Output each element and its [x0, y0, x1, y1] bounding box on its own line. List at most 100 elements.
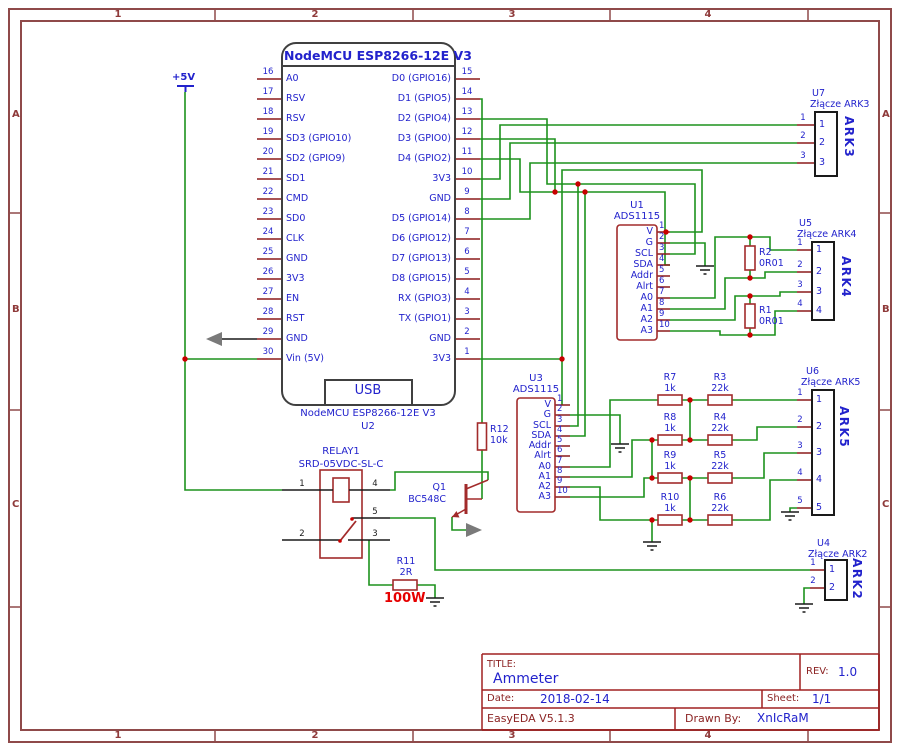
pin-number[interactable]: 1: [810, 558, 816, 568]
pin-number[interactable]: 8: [557, 466, 563, 476]
pin-name[interactable]: D3 (GPIO0): [397, 133, 451, 144]
pin-name[interactable]: A1: [640, 303, 653, 314]
pin-number[interactable]: 5: [797, 496, 803, 506]
pin-name[interactable]: A2: [538, 481, 551, 492]
pin-number[interactable]: 4: [464, 287, 470, 297]
connector-ref[interactable]: U4: [817, 538, 830, 549]
pin-number[interactable]: 14: [461, 87, 473, 97]
pin-name[interactable]: SD2 (GPIO9): [286, 153, 346, 164]
relay-ref[interactable]: RELAY1: [322, 446, 360, 457]
pin-name[interactable]: Vin (5V): [286, 353, 324, 364]
pin-number[interactable]: 2: [299, 529, 305, 539]
pin-name[interactable]: GND: [286, 253, 308, 264]
pin-name[interactable]: D0 (GPIO16): [391, 73, 451, 84]
adc2-body[interactable]: [516, 397, 556, 513]
pin-name[interactable]: RSV: [286, 113, 306, 124]
pin-number[interactable]: 3: [464, 307, 470, 317]
pin-number[interactable]: 21: [262, 167, 274, 177]
pin-name[interactable]: A3: [640, 325, 653, 336]
pin-name[interactable]: GND: [429, 193, 451, 204]
pin-number[interactable]: 9: [659, 309, 665, 319]
resistor-ref[interactable]: R11: [396, 556, 416, 567]
resistor-value[interactable]: 22k: [711, 423, 729, 434]
pin-number[interactable]: 6: [557, 445, 563, 455]
pin-number[interactable]: 1: [797, 238, 803, 248]
pin-number[interactable]: 20: [262, 147, 274, 157]
pin-number[interactable]: 2: [797, 260, 803, 270]
resistor-value[interactable]: 1k: [664, 503, 676, 514]
connector-ref[interactable]: U5: [799, 218, 812, 229]
pin-number[interactable]: 9: [464, 187, 470, 197]
pin-name[interactable]: GND: [429, 333, 451, 344]
pin-name[interactable]: SDA: [633, 259, 653, 270]
pin-name[interactable]: A3: [538, 491, 551, 502]
resistor-value[interactable]: 10k: [490, 435, 508, 446]
pin-name[interactable]: GND: [286, 333, 308, 344]
pin-name[interactable]: Addr: [630, 270, 653, 281]
pin-number[interactable]: 5: [464, 267, 470, 277]
resistor-ref[interactable]: R6: [713, 492, 727, 503]
pin-number[interactable]: 4: [659, 254, 665, 264]
transistor-q1[interactable]: [451, 479, 489, 518]
pin-number[interactable]: 29: [262, 327, 274, 337]
pin-name[interactable]: G: [645, 237, 653, 248]
resistor-value[interactable]: 0R01: [759, 258, 784, 269]
nodemcu-body[interactable]: [281, 42, 456, 406]
resistor-ref[interactable]: R12: [490, 424, 509, 435]
resistor-ref[interactable]: R3: [713, 372, 727, 383]
rev-value[interactable]: 1.0: [838, 665, 858, 679]
pin-number[interactable]: 23: [262, 207, 274, 217]
connector-bodies[interactable]: [811, 111, 848, 601]
pin-number[interactable]: 3: [659, 243, 665, 253]
pin-name[interactable]: Alrt: [636, 281, 653, 292]
pin-name[interactable]: A0: [286, 73, 299, 84]
pin-number[interactable]: 16: [262, 67, 274, 77]
pin-number[interactable]: 1: [659, 221, 665, 231]
pin-name[interactable]: 3V3: [432, 353, 451, 364]
pin-number[interactable]: 2: [810, 576, 816, 586]
pin-name[interactable]: SD3 (GPIO10): [286, 133, 352, 144]
pin-name[interactable]: CLK: [286, 233, 305, 244]
connector-title[interactable]: Złącze ARK3: [810, 99, 870, 110]
transistor-ref[interactable]: Q1: [432, 482, 446, 493]
pin-number[interactable]: 11: [461, 147, 473, 157]
pin-number[interactable]: 24: [262, 227, 274, 237]
pin-name[interactable]: V: [646, 226, 654, 237]
pin-number[interactable]: 3: [797, 441, 803, 451]
pin-number[interactable]: 1: [797, 388, 803, 398]
pin-number[interactable]: 1: [800, 113, 806, 123]
pin-name[interactable]: SCL: [635, 248, 653, 259]
pin-number[interactable]: 19: [262, 127, 274, 137]
pin-number[interactable]: 28: [262, 307, 274, 317]
pin-name[interactable]: Addr: [528, 440, 551, 451]
connector-title[interactable]: Złącze ARK4: [797, 229, 857, 240]
adc2-part[interactable]: ADS1115: [512, 384, 560, 395]
resistor-value[interactable]: 22k: [711, 503, 729, 514]
pin-name[interactable]: D8 (GPIO15): [391, 273, 451, 284]
pin-number[interactable]: 13: [461, 107, 473, 117]
pin-name[interactable]: SDA: [531, 430, 551, 441]
pin-number[interactable]: 7: [557, 456, 563, 466]
pin-number[interactable]: 6: [659, 276, 665, 286]
resistor-value[interactable]: 1k: [664, 383, 676, 394]
pin-name[interactable]: SCL: [533, 420, 551, 431]
pin-number[interactable]: 7: [464, 227, 470, 237]
resistor-value[interactable]: 1k: [664, 461, 676, 472]
resistor-ref[interactable]: R5: [713, 450, 727, 461]
pin-name[interactable]: EN: [286, 293, 300, 304]
pin-number[interactable]: 4: [797, 299, 803, 309]
pin-number[interactable]: 4: [797, 468, 803, 478]
pin-name[interactable]: 3V3: [432, 173, 451, 184]
pin-number[interactable]: 25: [262, 247, 274, 257]
pin-number[interactable]: 8: [659, 298, 665, 308]
resistor-ref[interactable]: R8: [663, 412, 677, 423]
pin-number[interactable]: 5: [557, 435, 563, 445]
pin-number[interactable]: 12: [461, 127, 473, 137]
pin-number[interactable]: 3: [800, 151, 806, 161]
pin-name[interactable]: CMD: [286, 193, 309, 204]
pin-name[interactable]: A0: [640, 292, 653, 303]
pin-name[interactable]: D1 (GPIO5): [397, 93, 451, 104]
pin-name[interactable]: RSV: [286, 93, 306, 104]
date-value[interactable]: 2018-02-14: [540, 692, 610, 706]
pin-name[interactable]: D6 (GPIO12): [391, 233, 451, 244]
